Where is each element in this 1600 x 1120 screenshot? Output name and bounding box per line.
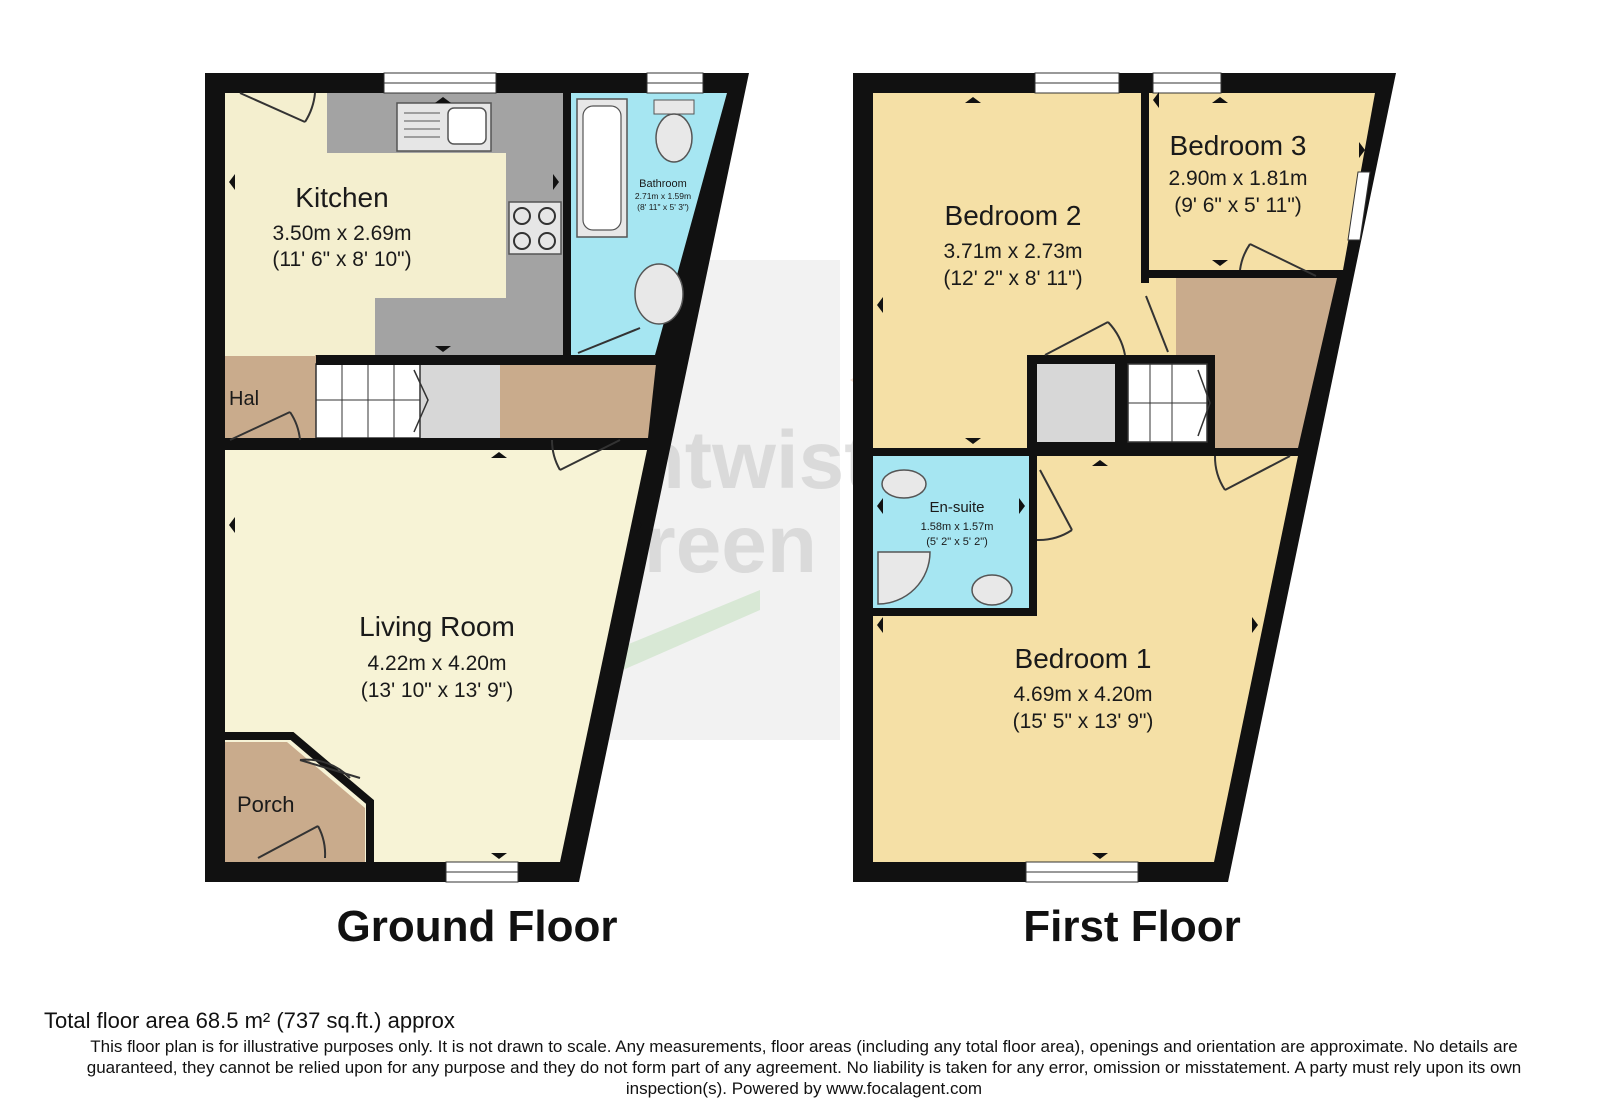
basin-icon (634, 263, 684, 325)
shower-icon (877, 551, 931, 605)
ground-floor-stairs (315, 363, 500, 439)
bathroom-size-metric: 2.71m x 1.59m (635, 191, 691, 201)
bedroom-2-area (873, 93, 1176, 448)
basin-icon (971, 574, 1013, 606)
bedroom-1-size-metric: 4.69m x 4.20m (1014, 683, 1153, 706)
kitchen-sink (396, 102, 492, 152)
window (1347, 171, 1371, 241)
hall-name: Hal (229, 388, 259, 410)
bedroom-2-name: Bedroom 2 (945, 200, 1082, 231)
bedroom-3-size-metric: 2.90m x 1.81m (1169, 167, 1308, 190)
landing-area (1176, 278, 1337, 448)
door-swings (1036, 243, 1317, 542)
ground-floor-title: Ground Floor (336, 902, 618, 951)
bathroom-name: Bathroom (639, 178, 687, 190)
first-floor-stairs (1027, 355, 1215, 448)
ensuite-size-metric: 1.58m x 1.57m (921, 521, 994, 533)
kitchen-size-imperial: (11' 6" x 8' 10") (272, 248, 411, 271)
kitchen-name: Kitchen (295, 182, 388, 213)
first-floor-plan: Bedroom 2 3.71m x 2.73m (12' 2" x 8' 11"… (853, 72, 1396, 883)
porch-name: Porch (237, 792, 294, 817)
total-floor-area: Total floor area 68.5 m² (737 sq.ft.) ap… (44, 1008, 455, 1033)
living-room-area (225, 450, 647, 862)
living-room-size-imperial: (13' 10" x 13' 9") (361, 679, 514, 702)
bathroom-size-imperial: (8' 11" x 5' 3") (637, 202, 689, 212)
kitchen-area (225, 93, 563, 355)
first-floor-title: First Floor (1023, 902, 1241, 951)
kitchen-hob (508, 201, 562, 255)
living-room-name: Living Room (359, 611, 515, 642)
toilet-icon (881, 469, 927, 499)
dimension-markers (229, 92, 1365, 859)
toilet-icon (653, 99, 695, 163)
porch-area (225, 742, 365, 862)
bedroom-3-size-imperial: (9' 6" x 5' 11") (1174, 194, 1302, 217)
living-room-size-metric: 4.22m x 4.20m (368, 652, 507, 675)
ground-floor-plan: Kitchen 3.50m x 2.69m (11' 6" x 8' 10") … (205, 72, 749, 883)
bedroom-3-area (1149, 93, 1375, 270)
kitchen-size-metric: 3.50m x 2.69m (273, 222, 412, 245)
bedroom-1-size-imperial: (15' 5" x 13' 9") (1013, 710, 1154, 733)
door-swings (229, 92, 641, 859)
bedroom-2-size-imperial: (12' 2" x 8' 11") (943, 267, 1082, 290)
disclaimer-text: This floor plan is for illustrative purp… (86, 1037, 1522, 1098)
ensuite-name: En-suite (929, 499, 984, 516)
bedroom-1-name: Bedroom 1 (1015, 643, 1152, 674)
bedroom-2-size-metric: 3.71m x 2.73m (944, 240, 1083, 263)
ensuite-size-imperial: (5' 2" x 5' 2") (926, 536, 988, 548)
bedroom-3-name: Bedroom 3 (1170, 130, 1307, 161)
